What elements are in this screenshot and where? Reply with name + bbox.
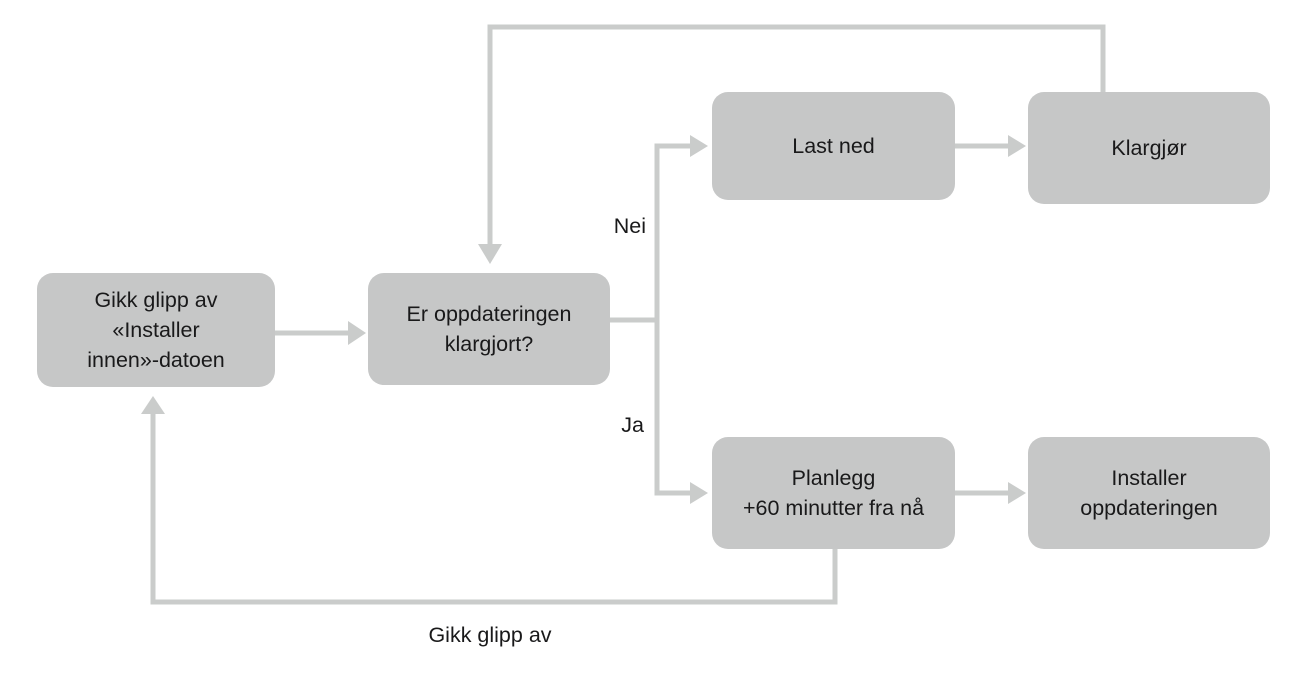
edge-label-ja: Ja xyxy=(621,413,644,437)
node-schedule-60-minutes: Planlegg +60 minutter fra nå xyxy=(712,437,955,549)
node-install-update: Installer oppdateringen xyxy=(1028,437,1270,549)
node-label-line: Last ned xyxy=(792,134,875,158)
node-label: Last ned xyxy=(792,131,874,161)
node-label-line: Klargjør xyxy=(1111,136,1187,160)
node-label: Er oppdateringen klargjort? xyxy=(407,299,572,359)
node-label-line: Planlegg xyxy=(791,466,876,490)
node-label-line: Er oppdateringen xyxy=(406,302,572,326)
edge-label-nei: Nei xyxy=(613,214,646,238)
edge-prepare-loop-line xyxy=(487,24,1106,244)
edge-download-to-prepare-arrowhead-icon xyxy=(1008,135,1026,157)
node-label-line: innen»-datoen xyxy=(87,348,225,372)
edge-missed-to-question-arrowhead-icon xyxy=(348,321,366,345)
node-label-line: klargjort? xyxy=(444,332,534,356)
node-label-line: oppdateringen xyxy=(1080,496,1218,520)
node-label: Planlegg +60 minutter fra nå xyxy=(743,463,924,523)
edge-nei-to-download-arrowhead-icon xyxy=(690,135,708,157)
node-is-update-prepared: Er oppdateringen klargjort? xyxy=(368,273,610,385)
edge-schedule-loop-line xyxy=(150,414,838,605)
node-label-line: +60 minutter fra nå xyxy=(742,496,925,520)
edge-ja-to-schedule-arrowhead-icon xyxy=(690,482,708,504)
node-label: Installer oppdateringen xyxy=(1080,463,1217,523)
node-label-line: Gikk glipp av xyxy=(94,288,218,312)
node-missed-install-by-date: Gikk glipp av «Installer innen»-datoen xyxy=(37,273,275,387)
edge-label-missed: Gikk glipp av xyxy=(428,623,552,647)
node-label: Klargjør xyxy=(1111,133,1186,163)
node-label-line: «Installer xyxy=(112,318,200,342)
edge-prepare-loop-arrowhead-icon xyxy=(478,244,502,264)
edge-schedule-to-install-arrowhead-icon xyxy=(1008,482,1026,504)
node-label: Gikk glipp av «Installer innen»-datoen xyxy=(87,285,224,375)
node-label-line: Installer xyxy=(1111,466,1187,490)
node-download: Last ned xyxy=(712,92,955,200)
node-prepare: Klargjør xyxy=(1028,92,1270,204)
edge-schedule-loop-arrowhead-icon xyxy=(141,396,165,414)
